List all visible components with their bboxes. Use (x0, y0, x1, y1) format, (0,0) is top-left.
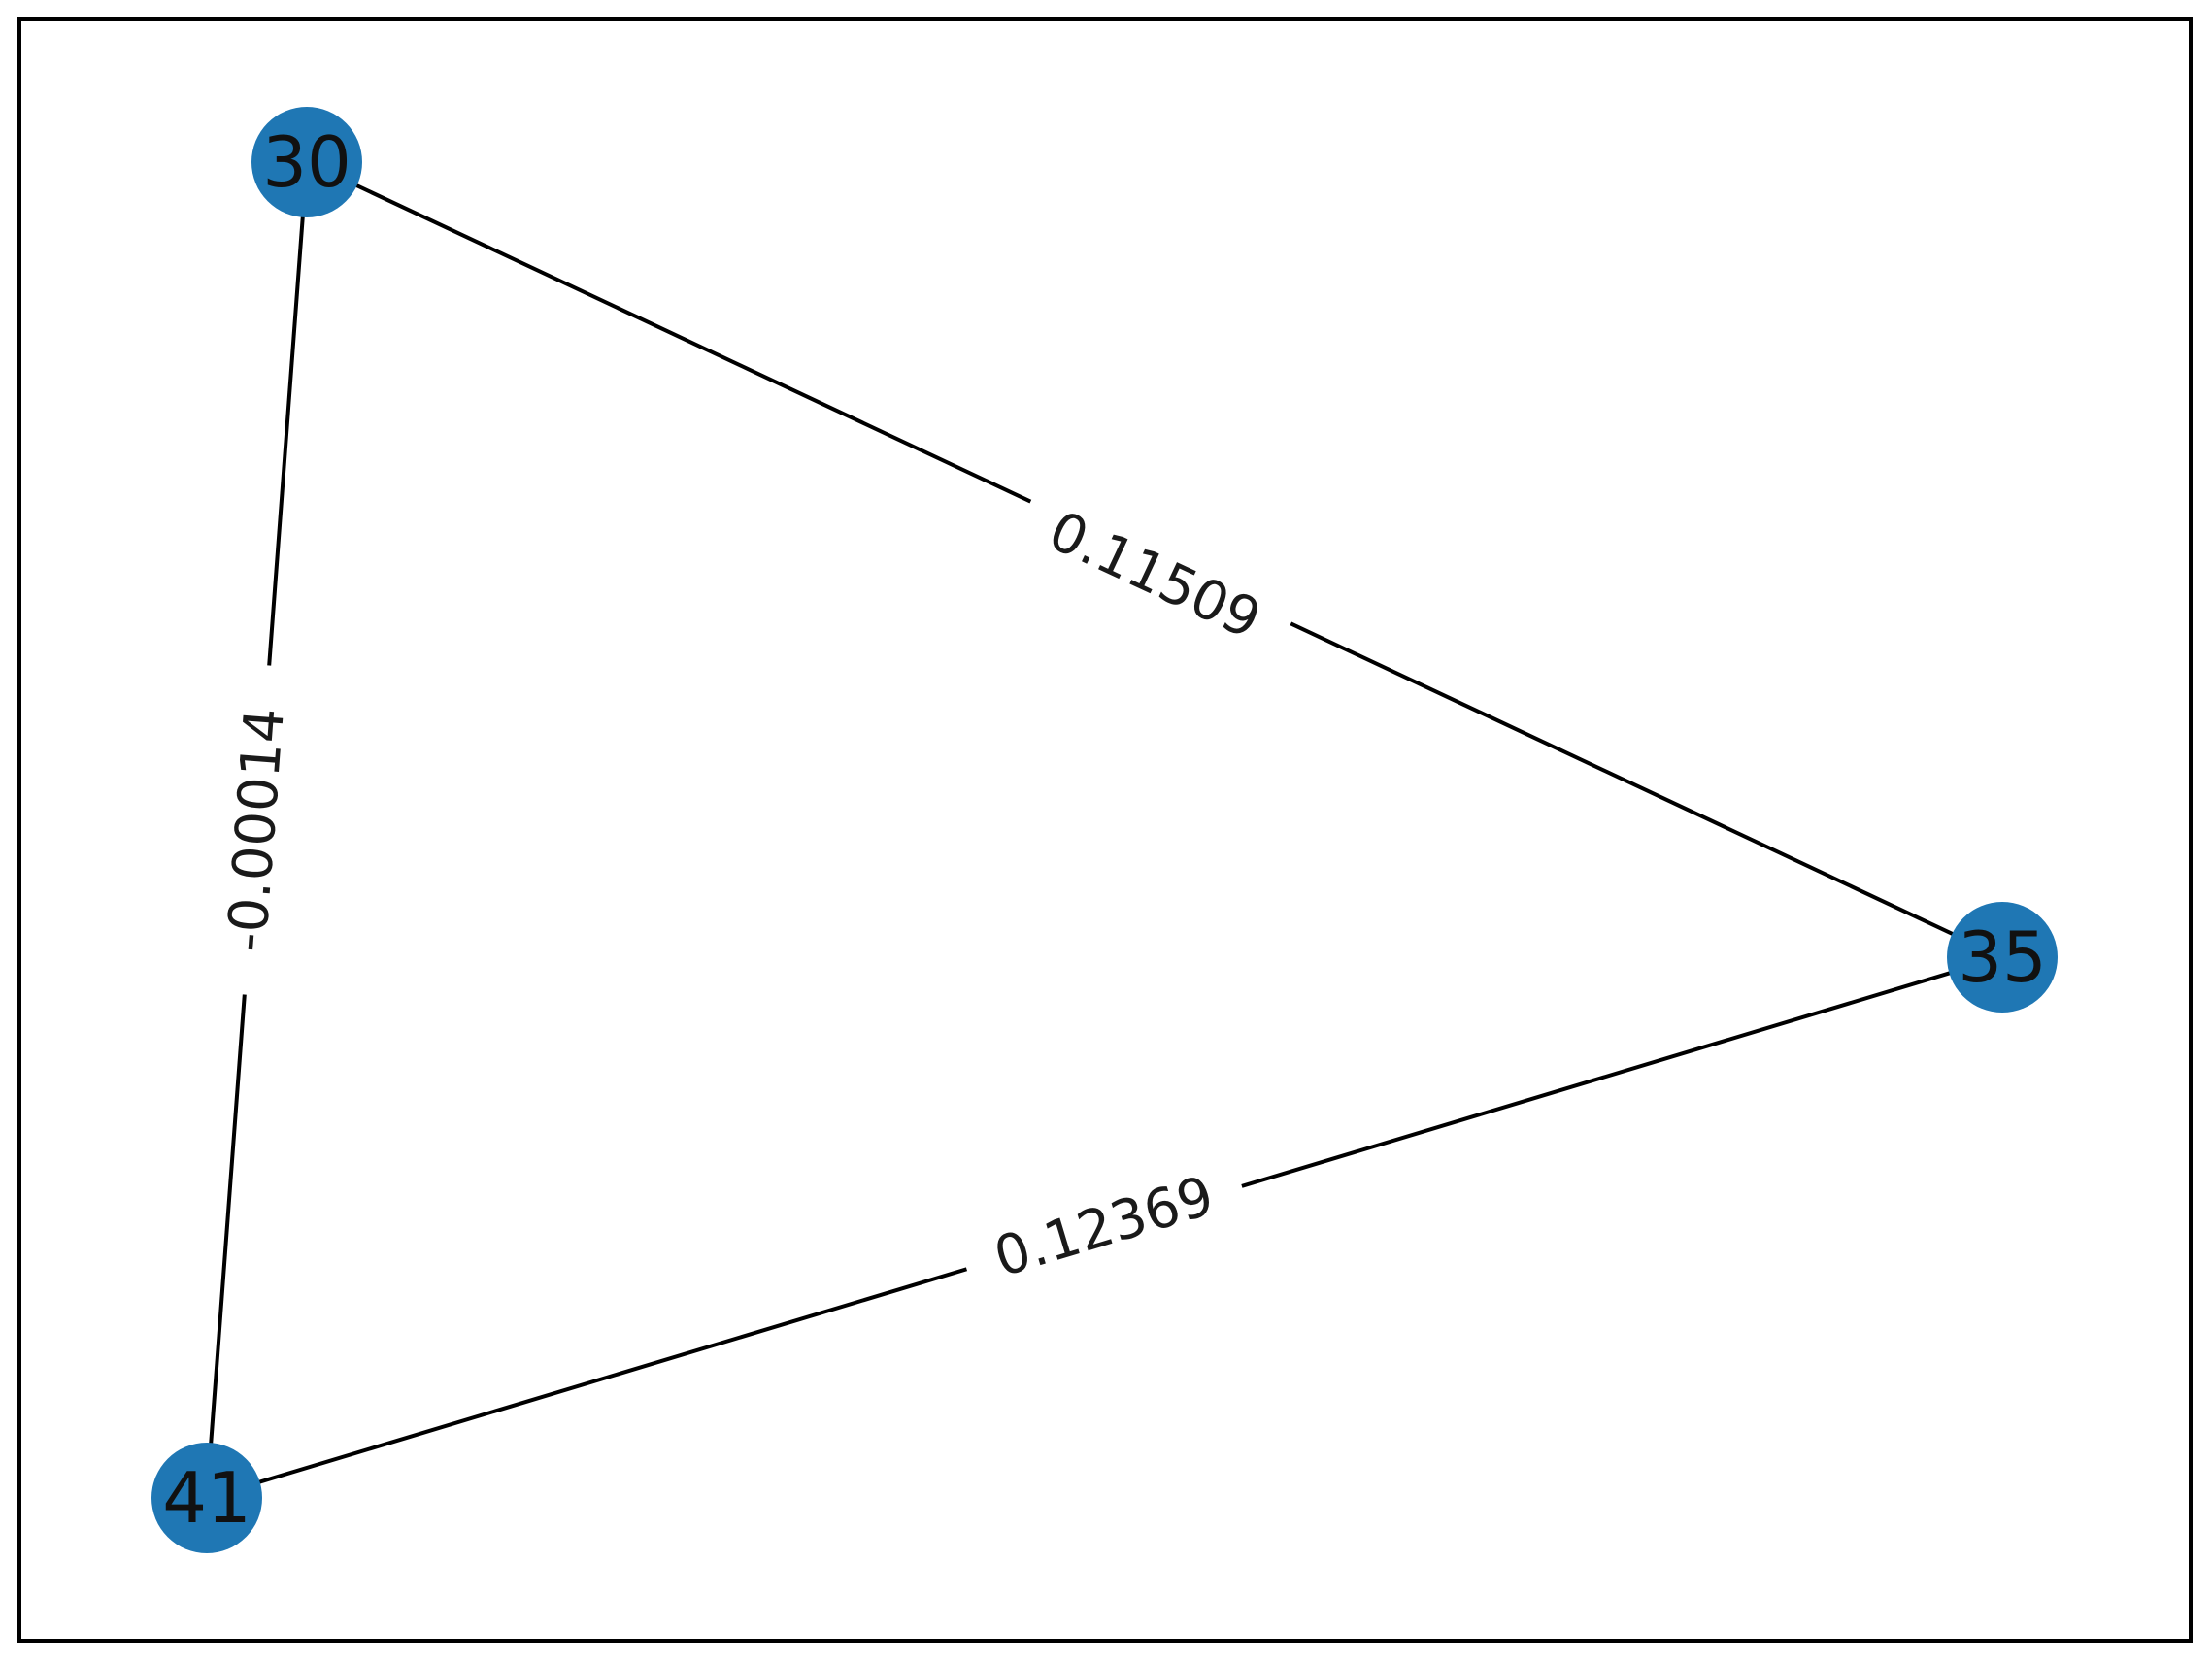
node-label: 35 (1958, 916, 2047, 998)
node-41: 41 (151, 1443, 262, 1553)
edge-label-background (955, 1146, 1254, 1308)
node-circle (251, 107, 362, 217)
edge-label-background (203, 662, 310, 998)
edge-label-background (1007, 478, 1302, 674)
nodes-layer: 30 35 41 (151, 107, 2058, 1553)
edge-label-group: -0.00014 (203, 662, 310, 998)
node-circle (1947, 902, 2058, 1013)
node-label: 30 (262, 121, 352, 203)
node-35: 35 (1947, 902, 2058, 1013)
node-30: 30 (251, 107, 362, 217)
plot-frame (17, 17, 2193, 1643)
node-label: 41 (162, 1457, 251, 1539)
node-circle (151, 1443, 262, 1553)
edge-30-41: -0.00014 (203, 161, 310, 1499)
